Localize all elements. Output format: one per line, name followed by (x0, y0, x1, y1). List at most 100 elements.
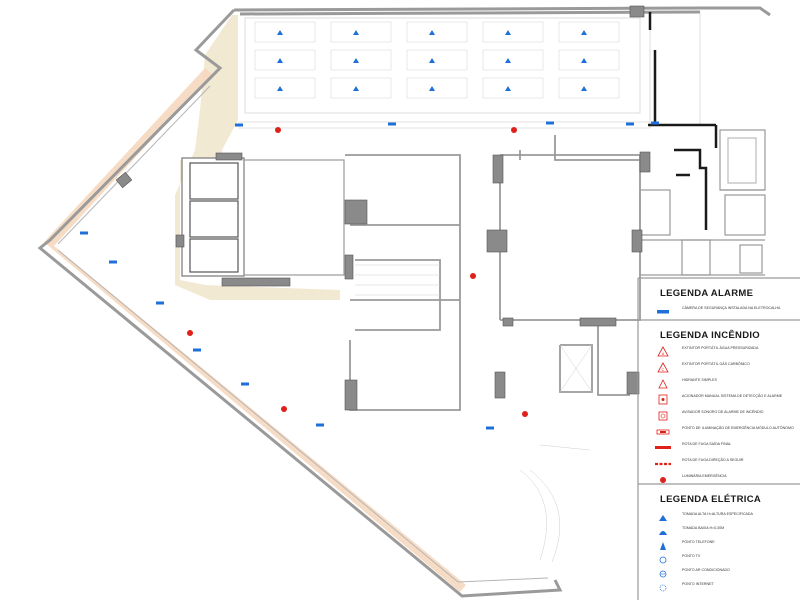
emergency-luminaire-marker (522, 411, 528, 417)
legend-item-label: AVISADOR SONORO DE ALARME DE INCÊNDIO (682, 410, 764, 414)
phone-point-marker (505, 86, 511, 91)
legend-item-label: ROTA DE FUGA DIREÇÃO A SEGUIR (682, 458, 744, 462)
structural-columns (115, 5, 651, 411)
security-camera-marker (626, 122, 634, 126)
desk-clusters (254, 21, 620, 99)
phone-point-marker (581, 58, 587, 63)
legend-panel: LEGENDA ALARME CÂMERA DE SEGURANÇA INSTA… (640, 278, 800, 600)
furniture-lines (355, 264, 593, 563)
legend-item-label: TOMADA BAIXA h=0,30m (682, 526, 725, 530)
phone-point-icon (654, 540, 672, 552)
emergency-luminaires (187, 127, 528, 417)
internet-point-icon (654, 582, 672, 594)
legend-item-label: HIDRANTE SIMPLES (682, 378, 717, 382)
phone-point-marker (429, 58, 435, 63)
legend-item-label: PONTO AR CONDICIONADO (682, 568, 730, 572)
top-office-zone (238, 12, 701, 129)
security-camera-marker (388, 122, 396, 126)
desk-cluster (406, 49, 468, 71)
desk-cluster (406, 77, 468, 99)
phone-point-marker (353, 86, 359, 91)
emergency-luminaire-marker (275, 127, 281, 133)
extinguisher-water-icon: A (654, 346, 672, 358)
electrical-devices (80, 121, 659, 430)
legend-item-label: EXTINTOR PORTÁTIL ÁGUA PRESSURIZADA (682, 346, 759, 350)
escape-route-final-icon (654, 442, 672, 454)
emergency-luminaire-marker (187, 330, 193, 336)
security-camera-marker (109, 260, 117, 264)
desk-cluster (558, 49, 620, 71)
desk-cluster (254, 49, 316, 71)
phone-point-marker (277, 86, 283, 91)
security-camera-marker (80, 231, 88, 235)
desk-cluster (482, 77, 544, 99)
legend-frame (637, 277, 800, 600)
desk-cluster (406, 21, 468, 43)
high-outlet-icon (654, 512, 672, 524)
central-rooms (345, 135, 641, 411)
emergency-luminaire-marker (511, 127, 517, 133)
phone-point-marker (581, 30, 587, 35)
extinguisher-co2-icon: C (654, 362, 672, 374)
hydrant-icon (654, 378, 672, 390)
phone-point-marker (505, 30, 511, 35)
security-camera-marker (486, 426, 494, 430)
desk-cluster (330, 21, 392, 43)
legend-item-label: CÂMERA DE SEGURANÇA INSTALADA NA ELETROC… (682, 306, 781, 310)
phone-point-marker (505, 58, 511, 63)
security-camera-marker (193, 348, 201, 352)
desk-cluster (482, 21, 544, 43)
legend-alarm-title: LEGENDA ALARME (660, 288, 754, 299)
legend-fire-title: LEGENDA INCÊNDIO (660, 330, 760, 341)
sounder-icon (654, 410, 672, 422)
phone-point-marker (353, 30, 359, 35)
legend-electric-title: LEGENDA ELÉTRICA (660, 494, 762, 505)
security-camera-marker (546, 121, 554, 125)
phone-point-marker (429, 30, 435, 35)
security-camera-marker (241, 382, 249, 386)
phone-point-marker (353, 58, 359, 63)
desk-cluster (330, 49, 392, 71)
core-shafts (181, 157, 345, 277)
svg-text:A: A (662, 351, 665, 356)
security-camera-marker (651, 121, 659, 125)
legend-item-label: PONTO TV (682, 554, 701, 558)
emergency-light-icon (654, 426, 672, 438)
exterior-walls (37, 6, 771, 598)
escape-route-direction-icon (654, 458, 672, 470)
legend-item-label: EXTINTOR PORTÁTIL GÁS CARBÔNICO (682, 362, 750, 366)
floor-tint-left (175, 15, 340, 300)
restroom-block (639, 129, 766, 276)
desk-cluster (558, 21, 620, 43)
desk-cluster (254, 21, 316, 43)
desk-cluster (330, 77, 392, 99)
phone-point-marker (277, 58, 283, 63)
phone-point-marker (277, 30, 283, 35)
security-camera-icon (654, 306, 672, 318)
tv-point-icon (654, 554, 672, 566)
phone-point-marker (429, 86, 435, 91)
emergency-luminaire-marker (281, 406, 287, 412)
emergency-luminaire-marker (470, 273, 476, 279)
low-outlet-icon (654, 526, 672, 538)
security-camera-marker (156, 301, 164, 305)
security-camera-marker (235, 123, 243, 127)
legend-item-label: LUMINÁRIA EMERGÊNCIA (682, 474, 727, 478)
security-camera-marker (316, 423, 324, 427)
legend-item-label: ROTA DE FUGA SAÍDA FINAL (682, 442, 732, 446)
legend-item-label: PONTO DE ILUMINAÇÃO DE EMERGÊNCIA MÓDULO… (682, 426, 794, 430)
desk-cluster (482, 49, 544, 71)
legend-item-label: PONTO INTERNET (682, 582, 714, 586)
phone-point-marker (581, 86, 587, 91)
desk-cluster (558, 77, 620, 99)
manual-alarm-icon (654, 394, 672, 406)
svg-text:C: C (662, 367, 665, 372)
ac-point-icon (654, 568, 672, 580)
legend-item-label: ACIONADOR MANUAL SISTEMA DE DETECÇÃO E A… (682, 394, 783, 398)
desk-cluster (254, 77, 316, 99)
emergency-luminaire-icon (654, 474, 672, 486)
structural-walls-right (648, 12, 718, 230)
legend-item-label: TOMADA ALTA h=ALTURA ESPECIFICADA (682, 512, 753, 516)
legend-item-label: PONTO TELEFONE (682, 540, 715, 544)
